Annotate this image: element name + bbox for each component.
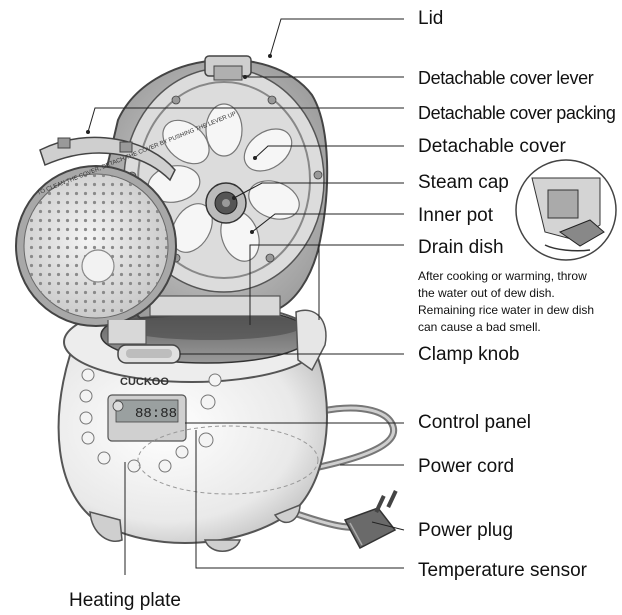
label-lid: Lid <box>418 8 444 29</box>
brand-logo: CUCKOO <box>120 376 169 388</box>
leader-lines <box>87 18 405 575</box>
inset-steam-cap <box>515 159 617 261</box>
clamp-knob <box>117 344 181 364</box>
label-detachable-cover-lever: Detachable cover lever <box>418 68 594 88</box>
label-drain-dish: Drain dish <box>418 237 504 258</box>
label-heating-plate: Heating plate <box>69 590 181 611</box>
note-line: can cause a bad smell. <box>418 320 541 334</box>
label-inner-pot: Inner pot <box>418 205 493 226</box>
label-power-cord: Power cord <box>418 456 515 477</box>
note-line: Remaining rice water in dew dish <box>418 303 595 317</box>
power-plug <box>343 489 398 550</box>
label-control-panel: Control panel <box>418 412 532 433</box>
leader-dots <box>86 54 272 234</box>
label-clamp-knob: Clamp knob <box>418 344 520 365</box>
label-detachable-cover-packing: Detachable cover packing <box>418 103 616 123</box>
steam-cap <box>205 182 247 224</box>
control-panel: CUCKOO 88:88 <box>79 368 319 495</box>
drain-dish-note: After cooking or warming, throw the wate… <box>418 268 618 336</box>
detached-cover: TO CLEAN THE COVER, DETACH THE COVER BY … <box>15 111 237 345</box>
note-line: After cooking or warming, throw <box>418 269 587 283</box>
label-steam-cap: Steam cap <box>418 172 509 193</box>
label-power-plug: Power plug <box>418 520 514 541</box>
label-temperature-sensor: Temperature sensor <box>418 560 587 581</box>
label-detachable-cover: Detachable cover <box>418 136 566 157</box>
note-line: the water out of dew dish. <box>418 286 555 300</box>
svg-text:88:88: 88:88 <box>135 406 177 422</box>
drain-dish <box>295 309 327 372</box>
